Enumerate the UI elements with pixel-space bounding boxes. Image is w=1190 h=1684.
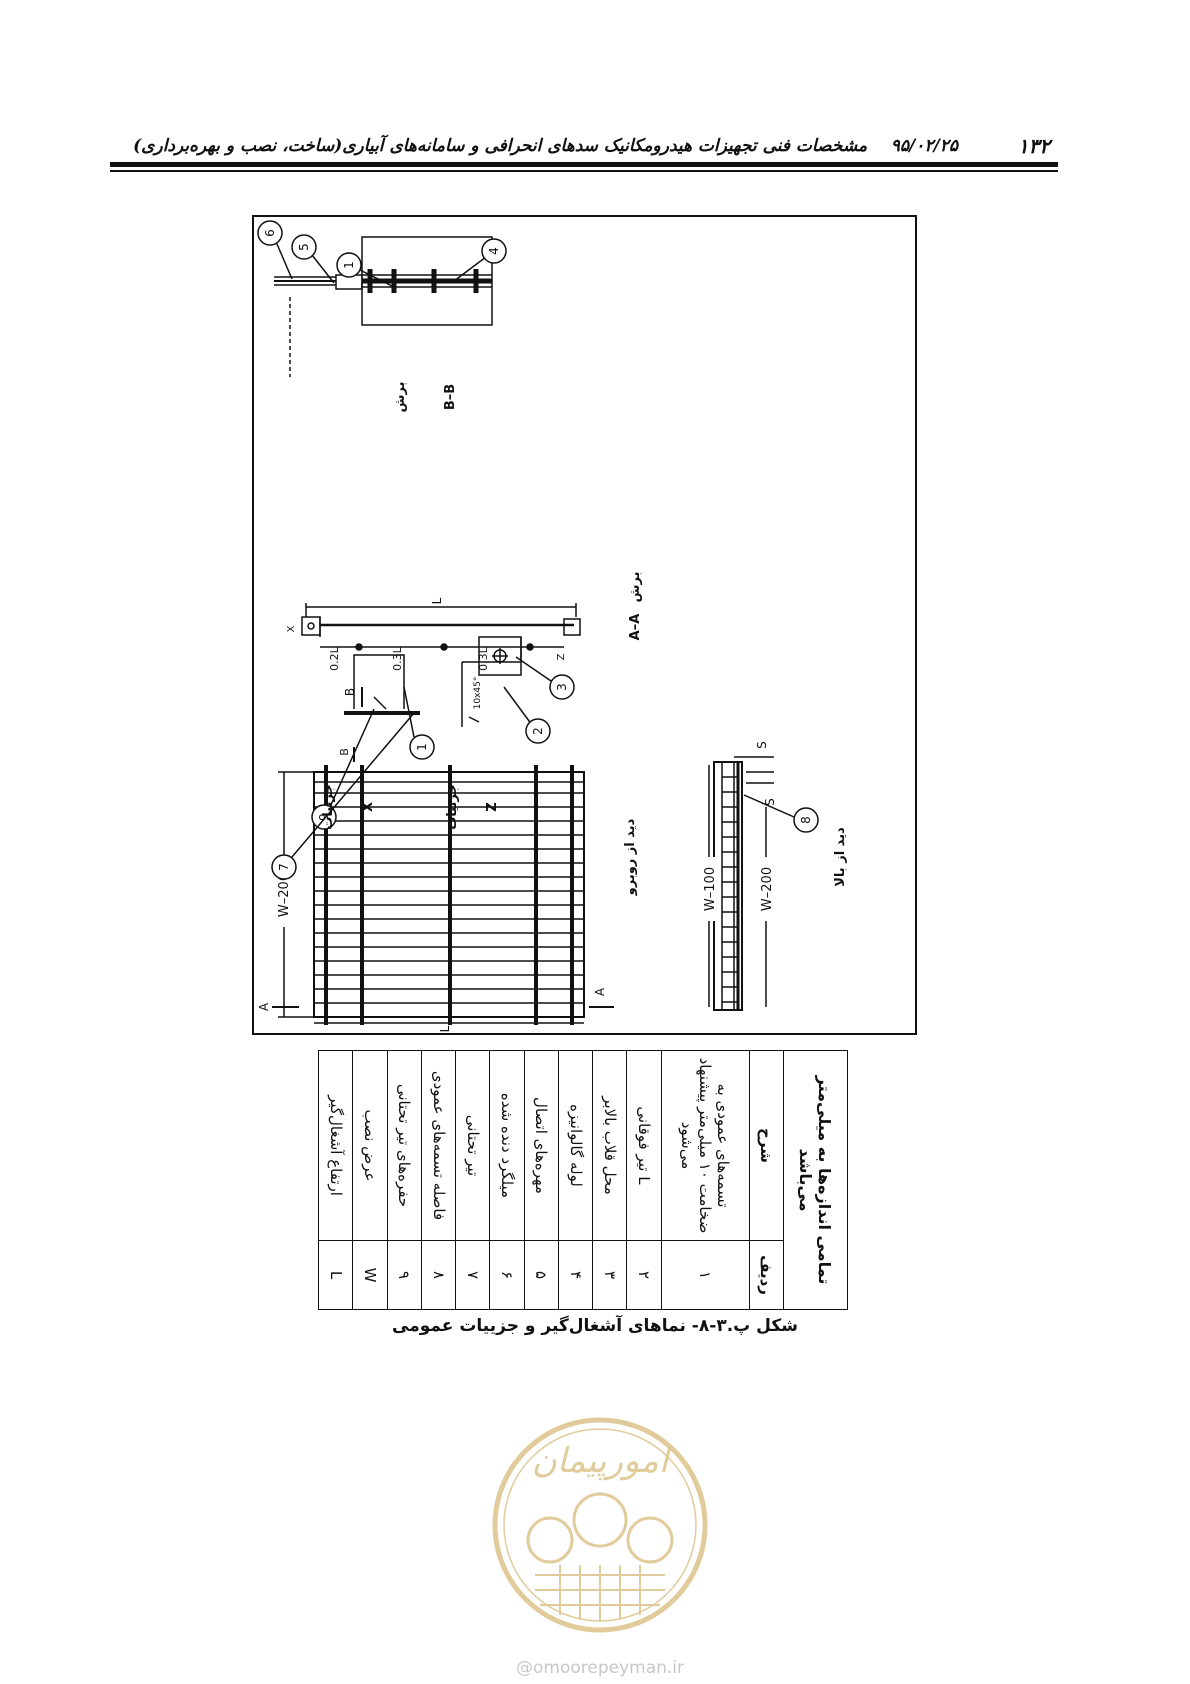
top-view: S S W–100 W–200 8 دید از بالا: [700, 741, 848, 1011]
callout-8: 8: [799, 816, 813, 824]
table-row: W عرض نصب: [352, 1050, 388, 1310]
row-description: L تیر فوقانی: [627, 1050, 662, 1241]
section-aa-label-letters: A–A: [628, 614, 643, 641]
section-aa-label-word: برش: [628, 572, 643, 603]
section-bb: 6 5 1 4 B–B برش: [257, 220, 507, 413]
page-number: ۱۳۲: [1017, 134, 1050, 158]
top-view-label: دید از بالا: [833, 827, 848, 887]
section-aa-dim-03l-1: 0.3L: [391, 646, 404, 670]
header-date: ۹۵/۰۲/۲۵: [890, 136, 958, 156]
row-number: ۱: [661, 1240, 750, 1310]
row-description: تیر تحتانی: [455, 1050, 490, 1241]
row-description: میلگرد دنده شده: [489, 1050, 525, 1241]
row-number: ۹: [387, 1240, 422, 1310]
col-header-desc: شرح: [749, 1050, 784, 1241]
row-description: مهره‌های اتصال: [524, 1050, 559, 1241]
detail-x-label-word: جزئیات: [321, 784, 336, 830]
section-bb-label-word: برش: [393, 382, 408, 413]
legend-table: تمامی اندازه‌ها به میلی‌متر می‌باشد ردیف…: [318, 1050, 848, 1310]
section-aa-dim-l: L: [430, 597, 444, 604]
callout-1-bb: 1: [342, 261, 356, 269]
table-title-row: تمامی اندازه‌ها به میلی‌متر می‌باشد: [783, 1050, 848, 1310]
page-header: ۱۳۲ ۹۵/۰۲/۲۵ مشخصات فنی تجهیزات هیدرومکا…: [110, 124, 1058, 164]
legend-table-container: تمامی اندازه‌ها به میلی‌متر می‌باشد ردیف…: [318, 1050, 848, 1310]
watermark-brand: امورپیمان: [532, 1441, 672, 1481]
running-title: ۹۵/۰۲/۲۵ مشخصات فنی تجهیزات هیدرومکانیک …: [133, 136, 958, 156]
col-header-row: ردیف: [749, 1240, 784, 1310]
callout-1-x: 1: [415, 743, 429, 751]
section-aa: L 0.2L 0.3L 0.3L X Z A–A برش: [286, 572, 643, 671]
watermark-seal-icon: امورپیمان: [492, 1417, 708, 1633]
watermark-url: @omoorepeyman.ir: [515, 1658, 685, 1678]
row-number: ۷: [455, 1240, 490, 1310]
callout-5: 5: [297, 243, 311, 251]
callout-6: 6: [263, 229, 277, 237]
callout-7: 7: [277, 863, 291, 871]
row-description: ارتفاع آشغال‌گیر: [318, 1050, 353, 1241]
table-row: L ارتفاع آشغال‌گیر: [318, 1050, 353, 1310]
table-row: ۱ تسمه‌های عمودی به ضخامت ۱۰ میلی‌متر پی…: [661, 1050, 750, 1310]
front-dim-l: L: [438, 1025, 452, 1032]
top-dim-s-lower: S: [763, 798, 777, 806]
section-aa-mark-z: Z: [556, 653, 567, 660]
callout-2: 2: [531, 727, 545, 735]
front-dim-w200: W–200: [277, 873, 292, 917]
section-aa-mark-x: X: [286, 625, 297, 632]
detail-z-label-letter: Z: [485, 802, 500, 811]
section-aa-dim-02l: 0.2L: [328, 646, 341, 670]
watermark: امورپیمان @omoorepeyman.ir: [480, 1400, 720, 1680]
row-description: حفره‌های تیر تحتانی: [387, 1050, 422, 1241]
section-aa-dim-03l-2: 0.3L: [477, 646, 490, 670]
row-number: ۶: [489, 1240, 525, 1310]
table-row: ۴ لوله گالوانیزه: [558, 1050, 593, 1310]
trash-rack-drawing: W–200 L A A B B دید از روبرو: [257, 220, 848, 1032]
top-view-bars: [722, 776, 738, 1003]
callout-3: 3: [555, 683, 569, 691]
row-description: لوله گالوانیزه: [558, 1050, 593, 1241]
front-mark-b-top: B: [343, 688, 357, 696]
header-title: مشخصات فنی تجهیزات هیدرومکانیک سدهای انح…: [133, 136, 868, 156]
row-description: تسمه‌های عمودی به ضخامت ۱۰ میلی‌متر پیشن…: [661, 1050, 750, 1241]
table-title: تمامی اندازه‌ها به میلی‌متر می‌باشد: [783, 1050, 848, 1310]
callout-4: 4: [487, 247, 501, 255]
front-mark-a-right: A: [593, 987, 607, 996]
drawing-frame: W–200 L A A B B دید از روبرو: [252, 215, 917, 1035]
row-number: ۲: [627, 1240, 662, 1310]
table-row: ۳ محل قلاب بالابر: [592, 1050, 627, 1310]
row-description: عرض نصب: [352, 1050, 388, 1241]
detail-z-bevel: 10x45°: [473, 677, 483, 710]
row-description: فاصله تسمه‌های عمودی: [421, 1050, 456, 1241]
row-number: ۵: [524, 1240, 559, 1310]
row-number: ۳: [592, 1240, 627, 1310]
row-number: W: [352, 1240, 388, 1310]
detail-z: 10x45° 3 2 جزئیات Z: [445, 636, 575, 830]
table-row: ۲ L تیر فوقانی: [627, 1050, 662, 1310]
row-number: L: [318, 1240, 353, 1310]
table-header-row: ردیف شرح: [749, 1050, 784, 1310]
header-rule-thick: [110, 162, 1058, 167]
table-row: ۷ تیر تحتانی: [455, 1050, 490, 1310]
detail-x-label-letter: X: [361, 802, 376, 812]
callout-9: 9: [317, 813, 331, 821]
front-view: W–200 L A A B B دید از روبرو: [257, 687, 638, 1032]
table-row: ۹ حفره‌های تیر تحتانی: [387, 1050, 422, 1310]
table-row: ۵ مهره‌های اتصال: [524, 1050, 559, 1310]
figure-caption: شکل پ.۳-۸- نماهای آشغال‌گیر و جزییات عمو…: [392, 1316, 798, 1336]
header-rule-thin: [110, 170, 1058, 172]
front-mark-b-inner: B: [338, 748, 351, 756]
top-dim-s-upper: S: [755, 741, 769, 749]
row-number: ۸: [421, 1240, 456, 1310]
front-view-label: دید از روبرو: [623, 818, 638, 896]
table-row: ۶ میلگرد دنده شده: [489, 1050, 525, 1310]
top-dim-w200: W–200: [760, 867, 775, 911]
detail-x: 9 7 1 جزئیات X: [271, 654, 435, 880]
front-mark-a-left: A: [257, 1002, 271, 1011]
section-bb-label-letters: B–B: [443, 384, 458, 410]
row-number: ۴: [558, 1240, 593, 1310]
front-view-beams: [324, 765, 574, 1025]
detail-z-label-word: جزئیات: [445, 784, 460, 830]
row-description: محل قلاب بالابر: [592, 1050, 627, 1241]
top-dim-w100: W–100: [703, 867, 718, 911]
table-row: ۸ فاصله تسمه‌های عمودی: [421, 1050, 456, 1310]
